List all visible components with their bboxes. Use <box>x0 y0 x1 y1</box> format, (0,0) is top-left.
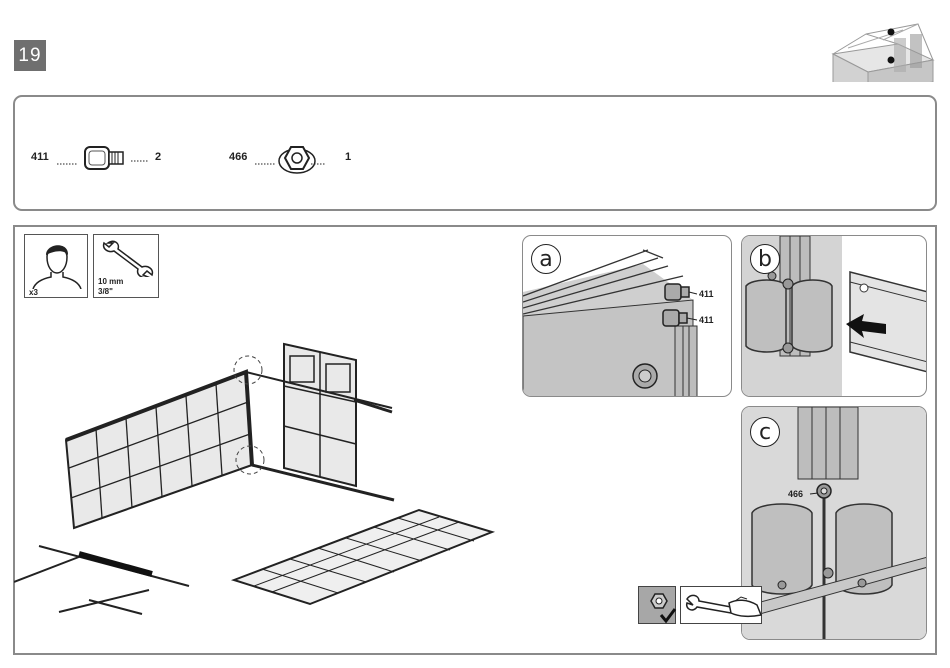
detail-a-callout-411-bottom: 411 <box>699 315 714 325</box>
checkmark-icon <box>639 587 677 625</box>
person-icon <box>31 239 83 289</box>
hand-wrench-icon <box>681 587 763 625</box>
detail-b-panel: b <box>741 235 927 397</box>
greenhouse-frame-illustration <box>14 300 504 652</box>
dotted-leader <box>129 155 151 163</box>
wrench-icon <box>100 237 156 277</box>
tool-required-box: 10 mm 3/8" <box>93 234 159 298</box>
part-qty-411: 2 <box>155 151 161 163</box>
detail-c-panel: c 466 <box>741 406 927 640</box>
part-code-411: 411 <box>31 151 49 163</box>
detail-a-callout-411-top: 411 <box>699 289 714 299</box>
detail-a-panel: a 411 411 <box>522 235 732 397</box>
hex-nut-icon <box>255 141 325 175</box>
greenhouse-location-icon <box>828 12 938 82</box>
people-required-box: x3 <box>24 234 88 298</box>
detail-c-callout-466: 466 <box>788 489 803 499</box>
detail-c-label: c <box>750 417 780 447</box>
detail-a-label: a <box>531 244 561 274</box>
bolt-icon <box>57 143 137 173</box>
parts-list-panel: 411 2 466 1 <box>13 95 937 211</box>
part-code-466: 466 <box>229 151 247 163</box>
wrench-tighten-box <box>680 586 762 624</box>
tool-size-imperial: 3/8" <box>98 287 113 296</box>
tool-size-metric: 10 mm <box>98 277 123 286</box>
nut-tighten-check-box <box>638 586 676 624</box>
people-count: x3 <box>29 288 38 297</box>
detail-b-label: b <box>750 244 780 274</box>
step-number: 19 <box>14 40 46 71</box>
part-qty-466: 1 <box>345 151 351 163</box>
